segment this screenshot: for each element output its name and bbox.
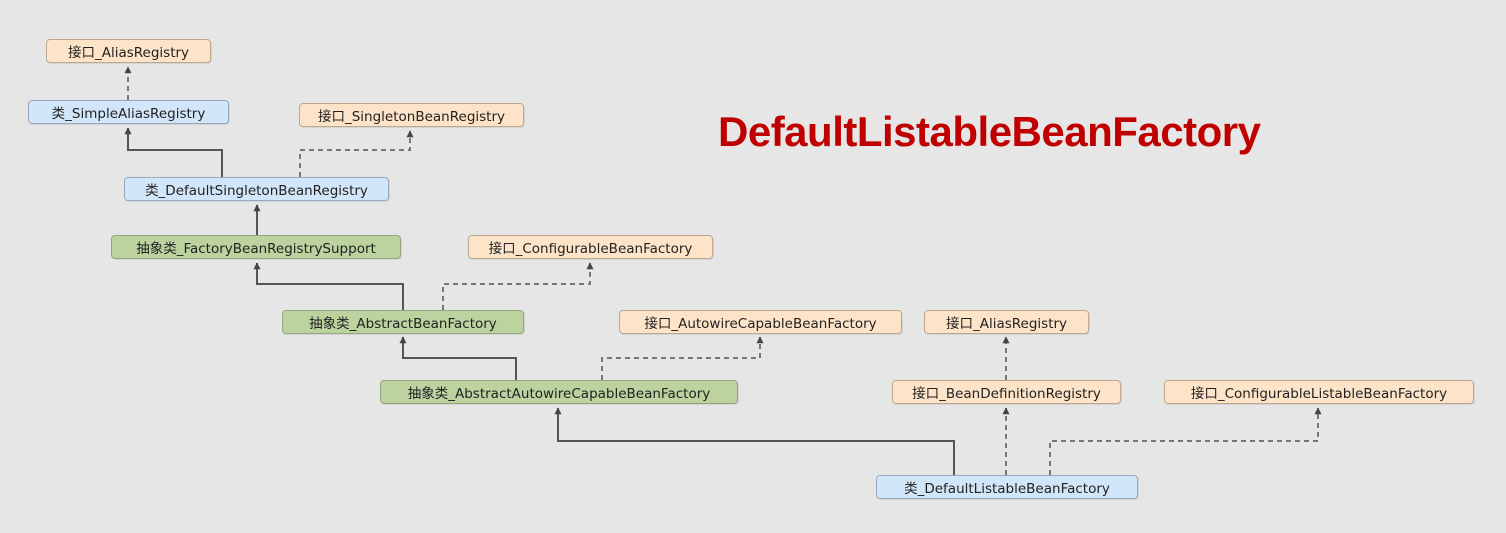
edge-defaultlistable-to-configurablelistable [1049, 407, 1322, 475]
node-default-singleton-bean-registry[interactable]: 类_DefaultSingletonBeanRegistry [124, 177, 389, 201]
node-abstract-bean-factory[interactable]: 抽象类_AbstractBeanFactory [282, 310, 524, 334]
node-default-listable-bean-factory[interactable]: 类_DefaultListableBeanFactory [876, 475, 1138, 499]
node-singleton-bean-registry[interactable]: 接口_SingletonBeanRegistry [299, 103, 524, 127]
node-factory-bean-registry-support[interactable]: 抽象类_FactoryBeanRegistrySupport [111, 235, 401, 259]
node-alias-registry-top[interactable]: 接口_AliasRegistry [46, 39, 211, 63]
edge-defaultsingleton-to-simplealias [124, 127, 223, 177]
node-configurable-listable-bean-factory[interactable]: 接口_ConfigurableListableBeanFactory [1164, 380, 1474, 404]
node-abstract-autowire-capable-bean-factory[interactable]: 抽象类_AbstractAutowireCapableBeanFactory [380, 380, 738, 404]
edge-abstractbf-to-factorysupport [253, 262, 404, 310]
diagram-title: DefaultListableBeanFactory [718, 108, 1261, 155]
node-autowire-capable-bean-factory[interactable]: 接口_AutowireCapableBeanFactory [619, 310, 902, 334]
edge-abstractbf-to-configurablebf [442, 262, 594, 310]
edge-abstractautowire-to-autowirecapable [601, 336, 764, 380]
node-simple-alias-registry[interactable]: 类_SimpleAliasRegistry [28, 100, 229, 124]
edge-defaultlistable-to-abstractautowire [554, 407, 955, 475]
node-bean-definition-registry[interactable]: 接口_BeanDefinitionRegistry [892, 380, 1121, 404]
edge-abstractautowire-to-abstractbf [399, 336, 517, 380]
node-configurable-bean-factory[interactable]: 接口_ConfigurableBeanFactory [468, 235, 713, 259]
node-alias-registry-right[interactable]: 接口_AliasRegistry [924, 310, 1089, 334]
edge-defaultsingleton-to-singletonregistry [299, 130, 414, 177]
